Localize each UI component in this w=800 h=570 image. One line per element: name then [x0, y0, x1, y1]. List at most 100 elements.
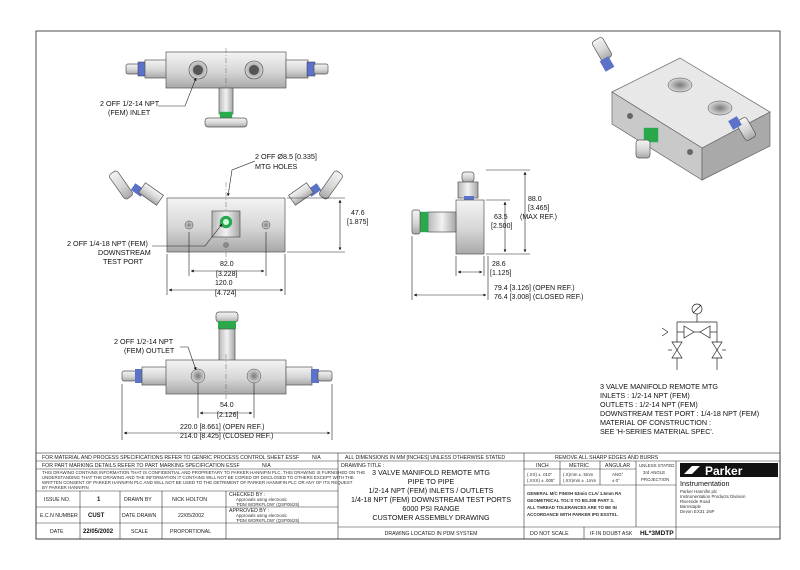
drawing-title-5: 6000 PSI RANGE: [402, 504, 459, 513]
material-spec-value: N/A: [312, 455, 321, 461]
do-not-scale: DO NOT SCALE: [530, 531, 569, 537]
brand-name: Parker: [705, 464, 743, 478]
angular-label: ANGULAR: [605, 463, 630, 469]
approved-by-2: 'PDM WORKFLOW' (QSP05/25): [236, 518, 300, 523]
confidential-3: WRITTEN CONSENT OF PARKER HANNIFIN PLC A…: [42, 480, 353, 485]
metric-tol-1: (.X)mm ± .5mm: [563, 472, 594, 477]
drawing-title-1: 3 VALVE MANIFOLD REMOTE MTG: [372, 468, 490, 477]
parker-flag-icon: [684, 466, 700, 474]
front-left-valve: [109, 170, 164, 206]
address-4: Barnstaple: [680, 504, 702, 509]
units-note: ALL DIMENSIONS IN MM [INCHES] UNLESS OTH…: [345, 455, 505, 461]
angular-tol-2: ± 0°: [612, 478, 620, 483]
projection-3: PROJECTION: [641, 477, 669, 482]
inch-tol-1: (.XX) ± .010": [527, 472, 552, 477]
title-block: FOR MATERIAL AND PROCESS SPECIFICATIONS …: [35, 452, 781, 540]
approved-by-label: APPROVED BY :: [229, 508, 269, 514]
spec-line-4: DOWNSTREAM TEST PORT : 1/4-18 NPT (FEM): [600, 409, 759, 418]
side-max-1: 88.0: [528, 196, 542, 203]
drawing-title-4: 1/4-18 NPT (FEM) DOWNSTREAM TEST PORTS: [351, 495, 511, 504]
metric-label: METRIC: [569, 463, 589, 469]
issue-no-label: ISSUE NO.: [44, 497, 70, 503]
checked-by-2: 'PDM WORKFLOW' (QSP05/25): [236, 502, 300, 507]
projection-1: UNLESS STATED: [639, 463, 674, 468]
spec-line-5: MATERIAL OF CONSTRUCTION :: [600, 418, 711, 427]
confidential-1: THIS DRAWING CONTAINS INFORMATION THAT I…: [42, 470, 365, 475]
marking-spec-text: FOR PART MARKING DETAILS REFER TO PART M…: [42, 463, 240, 469]
bottom-view: 2 OFF 1/2-14 NPT (FEM) OUTLET 54.0 [2.12…: [114, 311, 333, 440]
inch-label: INCH: [536, 463, 549, 469]
scale-label: SCALE: [131, 529, 149, 535]
confidential-4: BY PARKER HANNIFIN: [42, 485, 89, 490]
pdm-note: DRAWING LOCATED IN PDM SYSTEM: [385, 531, 478, 537]
date-value: 22/05/2002: [83, 529, 114, 535]
top-right-handle: [285, 59, 329, 79]
metric-tol-2: (.XX)mm ± .1mm: [563, 478, 596, 483]
drawing-title-3: 1/2-14 NPT (FEM) INLETS / OUTLETS: [369, 486, 494, 495]
front-right-valve: [288, 170, 343, 206]
date-drawn-value: 22/05/2002: [178, 513, 204, 519]
valve-schematic: [661, 303, 726, 370]
bottom-overall-closed: 214.0 [8.425] (CLOSED REF.): [180, 433, 273, 440]
inlet-label-1: 2 OFF 1/2-14 NPT: [100, 99, 160, 108]
drawn-by-value: NICK HOLTON: [172, 497, 207, 503]
test-port-3: TEST PORT: [103, 257, 144, 266]
division-name: Instrumentation: [680, 479, 730, 488]
side-max-3: 63.5: [494, 214, 508, 221]
side-closed-ref: 76.4 [3.008] (CLOSED REF.): [494, 294, 583, 301]
angular-tol-1: ANG°: [612, 472, 624, 477]
ecn-value: CUST: [88, 513, 105, 519]
drawing-title-2: PIPE TO PIPE: [408, 477, 455, 486]
part-number: HL*3MDTP: [640, 530, 674, 537]
spec-line-6: SEE 'H-SERIES MATERIAL SPEC'.: [600, 427, 714, 436]
isometric-view: [592, 37, 771, 181]
address-2: Instrumentation Products Division: [680, 494, 746, 499]
side-max-2: [3.465]: [528, 205, 549, 212]
side-depth-2: [1.125]: [490, 270, 511, 277]
checked-by-label: CHECKED BY :: [229, 492, 266, 498]
inch-tol-2: (.XXX) ± .005": [527, 478, 555, 483]
side-depth-1: 28.6: [492, 261, 506, 268]
bottom-right-handle: [285, 366, 333, 386]
front-view: 2 OFF Ø8.5 [0.335] MTG HOLES 47.6 [1.875…: [67, 152, 368, 297]
test-port-1: 2 OFF 1/4-18 NPT (FEM): [67, 239, 148, 248]
confidential-2: UNDERSTANDING THAT THE DRAWING AND THE I…: [42, 475, 354, 480]
material-spec-text: FOR MATERIAL AND PROCESS SPECIFICATIONS …: [42, 455, 299, 461]
drawing-title-6: CUSTOMER ASSEMBLY DRAWING: [372, 513, 490, 522]
date-drawn-label: DATE DRAWN: [122, 513, 157, 519]
spec-line-3: OUTLETS : 1/2-14 NPT (FEM): [600, 400, 698, 409]
height-dim-2: [1.875]: [347, 219, 368, 226]
test-port-2: DOWNSTREAM: [98, 248, 151, 257]
drawing-title-label: DRAWING TITLE :: [341, 463, 384, 469]
inlet-label-2: (FEM) INLET: [108, 108, 151, 117]
outlet-label-2: (FEM) OUTLET: [124, 346, 175, 355]
holes-label-2: MTG HOLES: [255, 162, 298, 171]
marking-spec-value: N/A: [262, 463, 271, 469]
side-max-4: [2.500]: [491, 223, 512, 230]
address-3: Riverside Road: [680, 499, 711, 504]
general-tol-3: ALL THREAD TOLERANCES ARE TO BE IN: [527, 505, 617, 510]
height-dim-1: 47.6: [351, 210, 365, 217]
general-tol-4: ACCORDANCE WITH PARKER IPD ESST01.: [527, 512, 618, 517]
checked-by-1: Approvals using electronic: [236, 497, 288, 502]
side-body: [455, 199, 485, 255]
edges-note: REMOVE ALL SHARP EDGES AND BURRS: [555, 455, 659, 461]
bottom-overall-open: 220.0 [8.661] (OPEN REF.): [180, 424, 264, 431]
side-open-ref: 79.4 [3.126] (OPEN REF.): [494, 285, 575, 292]
hole-spacing-2: [3.228]: [216, 271, 237, 278]
side-max-5: (MAX REF.): [520, 214, 557, 221]
spec-notes: 3 VALVE MANIFOLD REMOTE MTG INLETS : 1/2…: [600, 382, 759, 436]
outlet-label-1: 2 OFF 1/2-14 NPT: [114, 337, 174, 346]
bottom-span-2: [2.126]: [217, 412, 238, 419]
parker-logo: [680, 463, 778, 477]
if-in-doubt: IF IN DOUBT ASK: [590, 531, 633, 537]
bottom-span-1: 54.0: [220, 402, 234, 409]
spec-line-2: INLETS : 1/2-14 NPT (FEM): [600, 391, 690, 400]
address-1: Parker Hannifin plc: [680, 489, 718, 494]
side-view: 88.0 [3.465] 63.5 [2.500] (MAX REF.) 28.…: [411, 169, 583, 301]
top-view: 2 OFF 1/2-14 NPT (FEM) INLET: [100, 48, 329, 128]
date-label: DATE: [50, 529, 64, 535]
scale-value: PROPORTIONAL: [170, 529, 211, 535]
top-left-handle: [125, 59, 168, 79]
projection-2: 3rd ANGLE: [643, 470, 665, 475]
